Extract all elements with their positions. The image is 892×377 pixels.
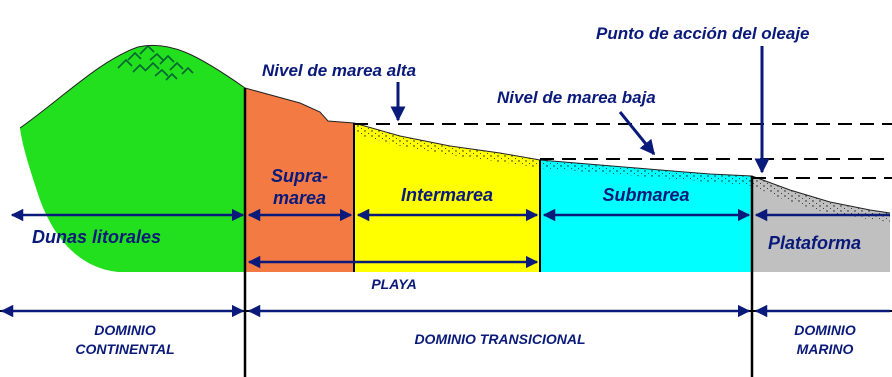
beach-label: PLAYA bbox=[371, 276, 417, 292]
subtidal-label: Submarea bbox=[602, 185, 690, 205]
high-tide-level-label: Nivel de marea alta bbox=[262, 61, 417, 80]
low-tide-pointer-arrow bbox=[618, 111, 656, 156]
supratidal-zone bbox=[245, 88, 354, 272]
continental-domain-label-line1: DOMINIO bbox=[94, 322, 156, 338]
marine-domain-label-line1: DOMINIO bbox=[794, 322, 856, 338]
transitional-domain-label: DOMINIO TRANSICIONAL bbox=[414, 331, 586, 347]
low-tide-level-label: Nivel de marea baja bbox=[497, 88, 656, 107]
supratidal-label-line1: Supra- bbox=[270, 166, 328, 186]
dunes-label: Dunas litorales bbox=[32, 227, 162, 247]
wave-action-point-label: Punto de acción del oleaje bbox=[596, 24, 810, 43]
continental-domain-label-line2: CONTINENTAL bbox=[75, 341, 175, 357]
supratidal-label-line2: marea bbox=[272, 188, 327, 208]
intertidal-label: Intermarea bbox=[400, 185, 494, 205]
marine-domain-label-line2: MARINO bbox=[796, 341, 854, 357]
shelf-label: Plataforma bbox=[768, 233, 862, 253]
sediment-band bbox=[354, 123, 890, 222]
dune-vegetation bbox=[117, 44, 194, 81]
surface-profile-line bbox=[19, 44, 891, 214]
